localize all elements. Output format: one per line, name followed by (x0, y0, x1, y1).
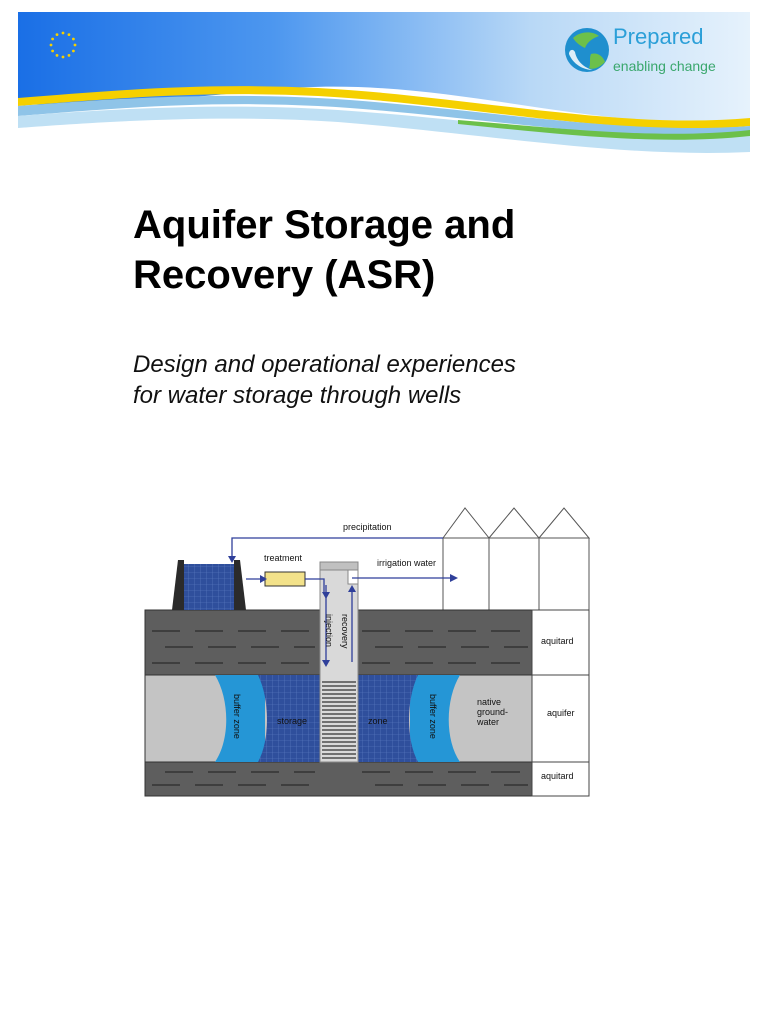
label-buffer-zone-right: buffer zone (428, 694, 438, 739)
well-screen (322, 681, 356, 759)
label-injection: injection (324, 614, 334, 647)
title-line-2: Recovery (ASR) (133, 253, 436, 297)
label-aquitard-top: aquitard (541, 636, 574, 646)
asr-diagram: precipitation treatment irrigation water… (144, 507, 591, 797)
title-line-1: Aquifer Storage and (133, 203, 516, 247)
buffer-zone-right-shape (410, 675, 460, 762)
document-title: Aquifer Storage and Recovery (ASR) (133, 200, 653, 300)
treatment-box (264, 571, 306, 587)
buffer-zone-left-shape (215, 675, 265, 762)
reservoir-basin (172, 560, 246, 610)
prepared-logo: Prepared enabling change (563, 22, 743, 82)
label-buffer-zone-left: buffer zone (232, 694, 242, 739)
label-irrigation-water: irrigation water (377, 558, 436, 568)
label-recovery: recovery (340, 614, 350, 649)
document-subtitle: Design and operational experiences for w… (133, 349, 653, 411)
label-native-line1: native (477, 697, 501, 707)
subtitle-line-1: Design and operational experiences (133, 351, 516, 378)
label-storage: storage (277, 716, 307, 726)
subtitle-line-2: for water storage through wells (133, 382, 462, 409)
label-aquitard-bottom: aquitard (541, 771, 574, 781)
arrow-heads-icon (228, 556, 458, 667)
aquitard-dashes (152, 630, 528, 786)
eu-flag-stars-icon (49, 31, 77, 59)
header-banner (18, 12, 750, 153)
legend-column (531, 609, 590, 797)
label-native-line3: water (476, 717, 499, 727)
label-zone: zone (368, 716, 388, 726)
logo-tagline: enabling change (613, 58, 716, 74)
greenhouses (442, 507, 591, 611)
label-native-line2: ground- (477, 707, 508, 717)
label-precipitation: precipitation (343, 522, 392, 532)
label-aquifer: aquifer (547, 708, 575, 718)
aquitard-bottom-layer (144, 761, 533, 797)
globe-drop-icon (565, 28, 609, 72)
label-treatment: treatment (264, 553, 303, 563)
logo-name: Prepared (613, 24, 704, 49)
